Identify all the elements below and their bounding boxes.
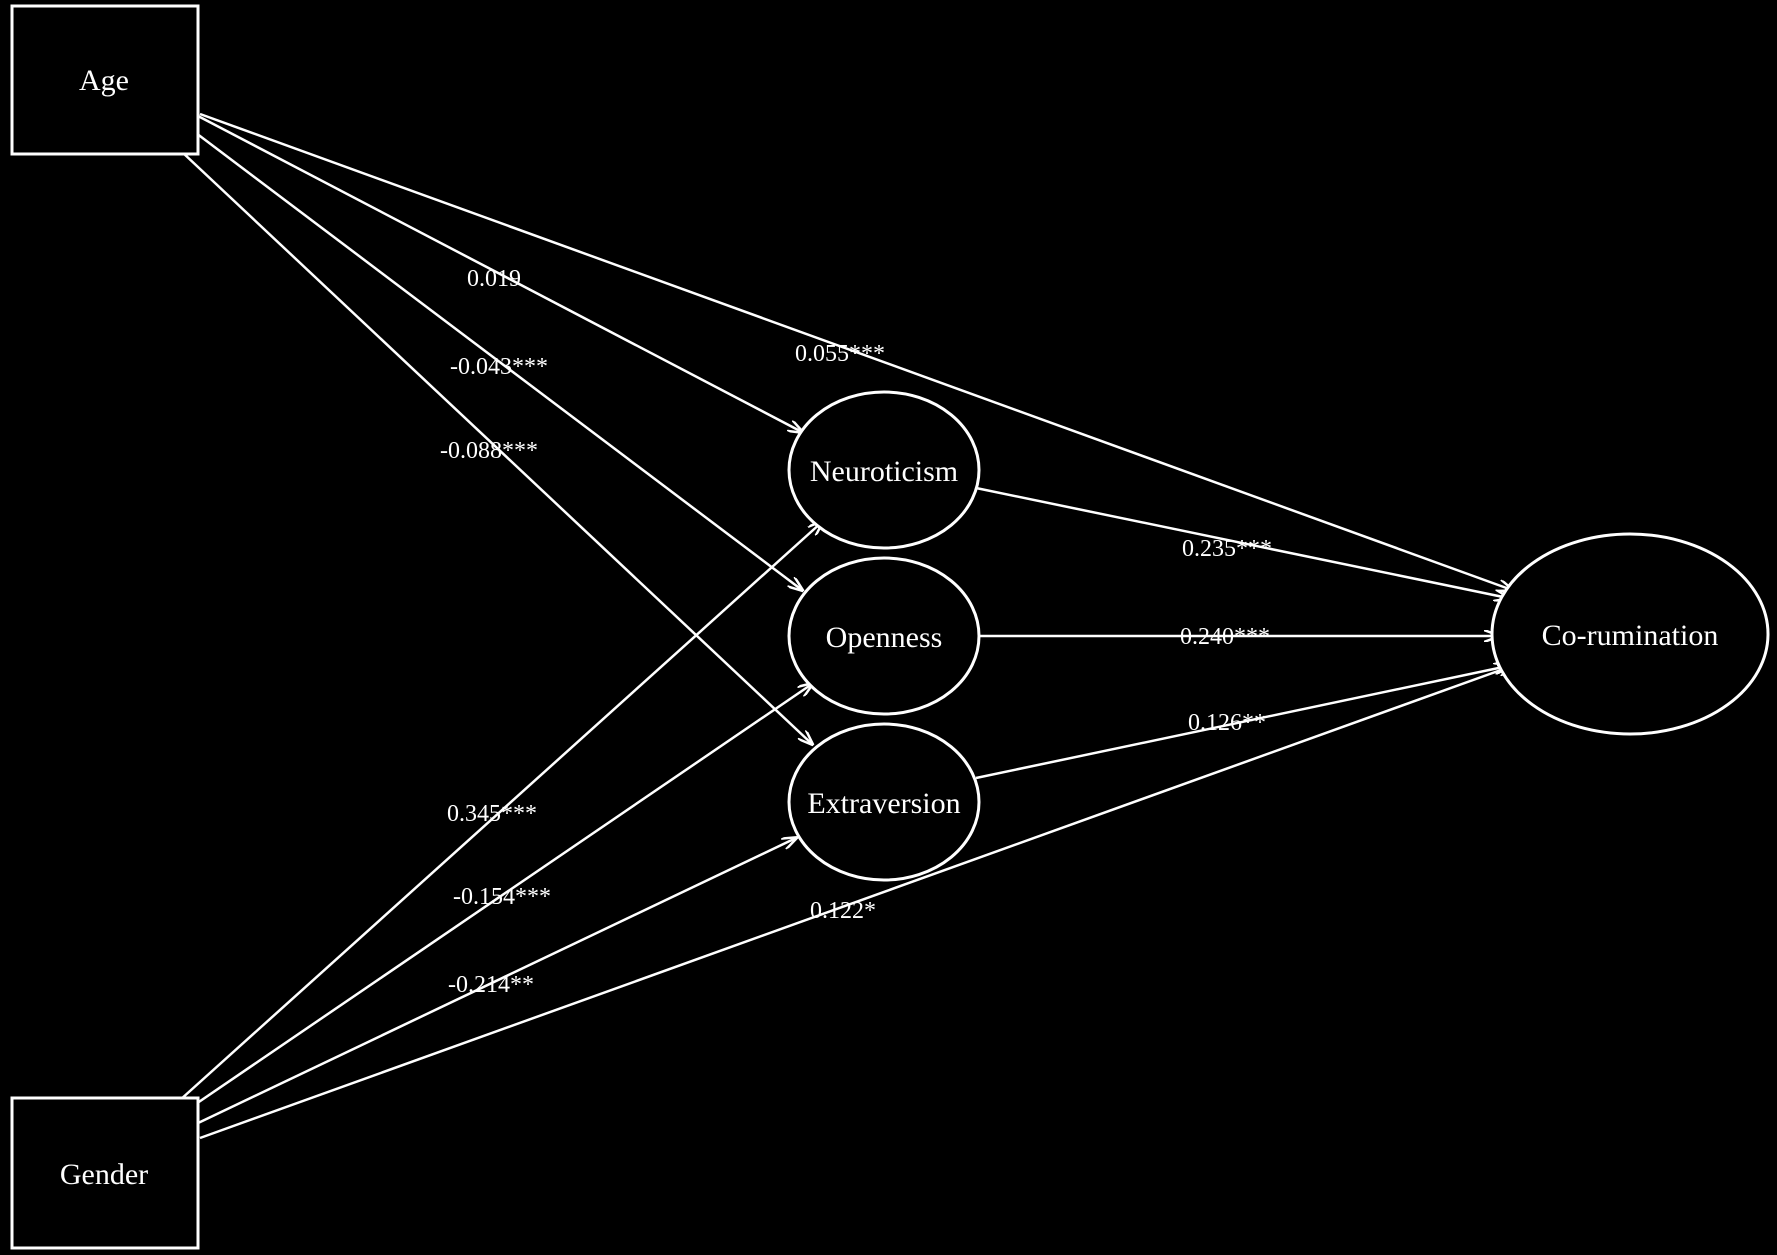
arrow-gender-extraversion xyxy=(195,838,796,1126)
path-lines xyxy=(179,112,1512,1140)
neuroticism-node: Neuroticism xyxy=(787,390,981,550)
coef-openness-corumination: 0.240*** xyxy=(1180,624,1270,650)
coef-age-corumination: 0.055*** xyxy=(795,341,885,367)
coef-extraversion-corumination: 0.126** xyxy=(1188,710,1266,736)
coef-gender-neuroticism: 0.345*** xyxy=(447,801,537,827)
coef-neuroticism-corumination: 0.235*** xyxy=(1182,536,1272,562)
age-label: Age xyxy=(79,64,129,97)
coefficient-labels: 0.019 -0.043*** -0.088*** 0.055*** 0.345… xyxy=(440,266,1272,998)
arrow-age-corumination xyxy=(199,112,1512,590)
arrow-gender-corumination xyxy=(199,666,1512,1140)
coef-gender-extraversion: -0.214** xyxy=(448,972,534,998)
arrow-gender-openness xyxy=(189,684,812,1110)
neuroticism-label: Neuroticism xyxy=(810,455,958,488)
arrow-extraversion-corumination xyxy=(975,666,1508,780)
corumination-node: Co-rumination xyxy=(1490,532,1770,736)
age-node: Age xyxy=(10,4,200,156)
arrow-gender-neuroticism xyxy=(179,522,822,1101)
arrow-age-openness xyxy=(191,129,802,590)
coef-gender-corumination: 0.122* xyxy=(810,898,876,924)
arrow-age-extraversion xyxy=(181,151,812,744)
openness-node: Openness xyxy=(787,556,981,716)
gender-node: Gender xyxy=(10,1096,200,1250)
coef-gender-openness: -0.154*** xyxy=(453,884,551,910)
corumination-label: Co-rumination xyxy=(1542,619,1719,652)
arrow-age-neuroticism xyxy=(197,114,802,432)
coef-age-neuroticism: 0.019 xyxy=(467,266,521,292)
gender-label: Gender xyxy=(60,1158,148,1191)
extraversion-node: Extraversion xyxy=(787,722,981,882)
openness-label: Openness xyxy=(826,621,943,654)
extraversion-label: Extraversion xyxy=(807,787,960,820)
coef-age-extraversion: -0.088*** xyxy=(440,438,538,464)
arrow-neuroticism-corumination xyxy=(975,486,1508,598)
coef-age-openness: -0.043*** xyxy=(450,354,548,380)
